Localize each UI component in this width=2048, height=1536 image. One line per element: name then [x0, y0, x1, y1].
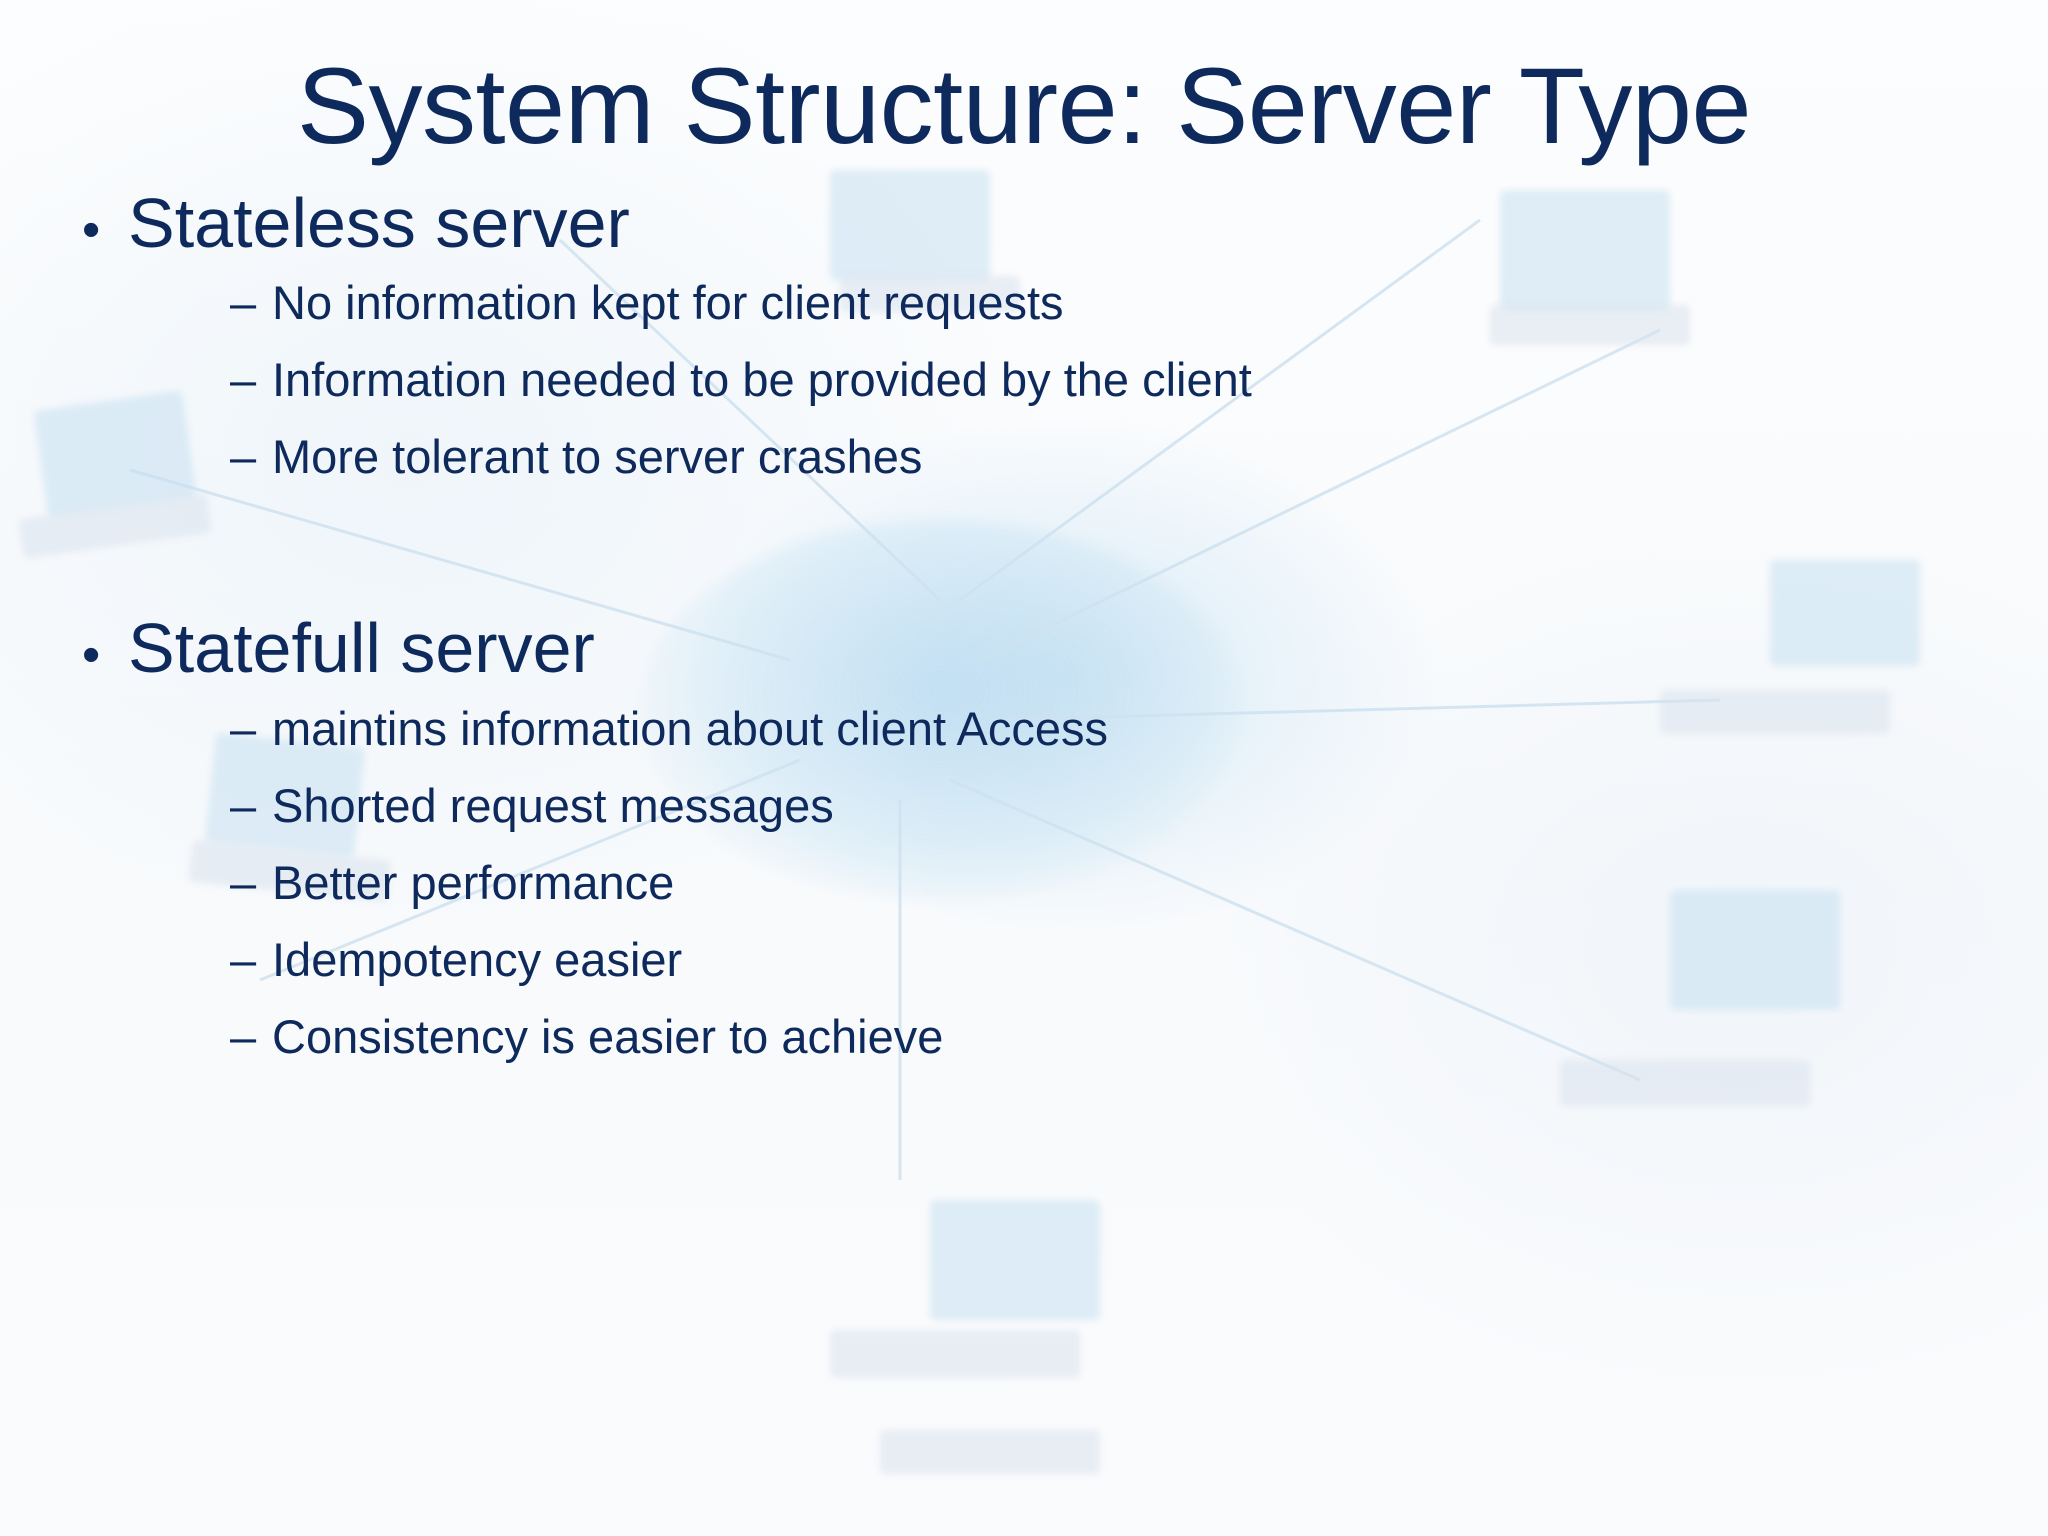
- sub-bullet-item: – No information kept for client request…: [60, 279, 1988, 326]
- dash-marker-icon: –: [230, 855, 257, 909]
- bullet-group-stateless: • Stateless server – No information kept…: [60, 183, 1988, 481]
- slide-body: • Stateless server – No information kept…: [0, 165, 2048, 1060]
- sub-bullet-label: Consistency is easier to achieve: [272, 1009, 944, 1063]
- bullet-heading-label: Stateless server: [128, 183, 630, 262]
- sub-bullet-label: maintins information about client Access: [272, 701, 1108, 755]
- workstation-bottom-left-base: [880, 1430, 1100, 1474]
- sub-bullet-item: – Information needed to be provided by t…: [60, 356, 1988, 403]
- dash-marker-icon: –: [230, 276, 257, 330]
- sub-bullet-item: – Shorted request messages: [60, 782, 1988, 829]
- bullet-heading-statefull: • Statefull server: [60, 608, 1988, 689]
- sub-bullet-label: More tolerant to server crashes: [272, 430, 923, 484]
- sub-bullet-item: – maintins information about client Acce…: [60, 705, 1988, 752]
- sub-bullet-item: – More tolerant to server crashes: [60, 433, 1988, 480]
- workstation-bottom-center-base: [830, 1330, 1080, 1378]
- slide-title: System Structure: Server Type: [296, 45, 1752, 166]
- dash-marker-icon: –: [230, 701, 257, 755]
- sub-bullet-item: – Idempotency easier: [60, 936, 1988, 983]
- sub-bullet-label: Shorted request messages: [272, 778, 834, 832]
- bullet-marker-icon: •: [82, 200, 101, 259]
- workstation-bottom-center: [930, 1200, 1100, 1320]
- dash-marker-icon: –: [230, 932, 257, 986]
- workstation-right-lower-base: [1560, 1060, 1810, 1106]
- sub-bullet-label: Idempotency easier: [272, 932, 683, 986]
- sub-bullet-list-statefull: – maintins information about client Acce…: [60, 705, 1988, 1060]
- dash-marker-icon: –: [230, 430, 257, 484]
- sub-bullet-list-stateless: – No information kept for client request…: [60, 279, 1988, 480]
- sub-bullet-item: – Consistency is easier to achieve: [60, 1013, 1988, 1060]
- dash-marker-icon: –: [230, 778, 257, 832]
- sub-bullet-label: Better performance: [272, 855, 675, 909]
- sub-bullet-item: – Better performance: [60, 859, 1988, 906]
- sub-bullet-label: Information needed to be provided by the…: [272, 353, 1252, 407]
- bullet-heading-stateless: • Stateless server: [60, 183, 1988, 264]
- sub-bullet-label: No information kept for client requests: [272, 276, 1064, 330]
- bullet-heading-label: Statefull server: [128, 609, 595, 688]
- dash-marker-icon: –: [230, 1009, 257, 1063]
- bullet-marker-icon: •: [82, 626, 101, 685]
- bullet-group-statefull: • Statefull server – maintins informatio…: [60, 608, 1988, 1060]
- dash-marker-icon: –: [230, 353, 257, 407]
